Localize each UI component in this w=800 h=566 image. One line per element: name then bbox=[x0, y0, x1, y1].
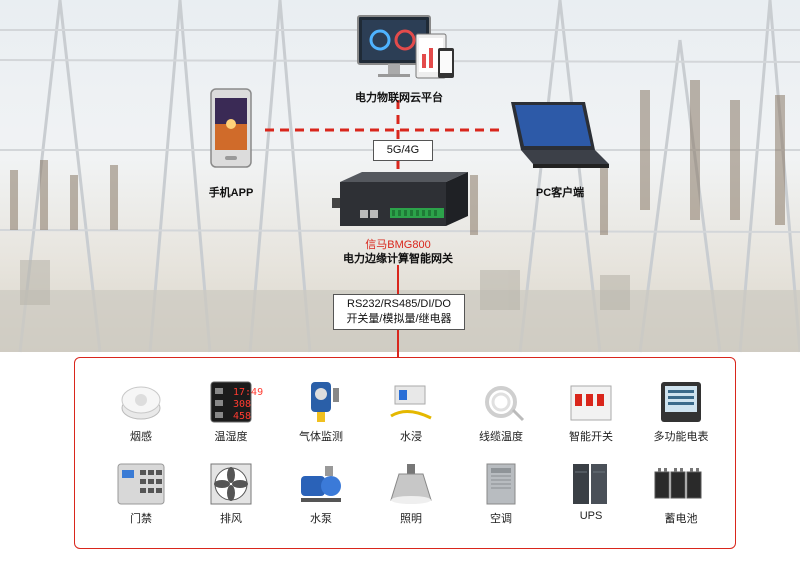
smoke-detector-icon bbox=[121, 386, 161, 420]
gateway-model-label: 信马BMG800 bbox=[365, 239, 431, 251]
device-smoke-detector: 烟感 bbox=[101, 380, 181, 444]
device-access-control: 门禁 bbox=[101, 462, 181, 526]
air-conditioner-icon bbox=[486, 463, 516, 505]
device-power-meter: 多功能电表 bbox=[641, 380, 721, 444]
device-label: 线缆温度 bbox=[479, 431, 523, 443]
device-label: 空调 bbox=[490, 513, 512, 525]
water-leak-sensor-icon bbox=[390, 385, 432, 420]
meter-reading-1: 17:49 bbox=[233, 387, 263, 398]
device-thermo-hygrometer: 17:49 308 458 温湿度 bbox=[191, 380, 271, 444]
device-label: 水泵 bbox=[310, 513, 332, 525]
edge-gateway-device-icon bbox=[332, 172, 468, 226]
device-label: 排风 bbox=[220, 513, 242, 525]
gas-detector-icon bbox=[311, 382, 339, 422]
device-battery: 蓄电池 bbox=[641, 462, 721, 526]
cloud-platform-label: 电力物联网云平台 bbox=[355, 92, 443, 104]
phone-app-label: 手机APP bbox=[208, 187, 254, 199]
access-keypad-icon bbox=[117, 463, 165, 505]
mobile-phone-icon bbox=[210, 88, 252, 168]
cloud-platform-screens-icon bbox=[357, 15, 454, 79]
device-label: 烟感 bbox=[130, 431, 152, 443]
interface-line-1: RS232/RS485/DI/DO bbox=[347, 298, 451, 310]
interface-line-2: 开关量/模拟量/继电器 bbox=[346, 313, 452, 325]
device-label: 水浸 bbox=[400, 431, 422, 443]
device-label: 门禁 bbox=[130, 513, 152, 525]
device-label: 气体监测 bbox=[299, 431, 343, 443]
water-pump-icon bbox=[301, 466, 341, 502]
device-water-pump: 水泵 bbox=[281, 462, 361, 526]
cable-temperature-icon bbox=[485, 386, 525, 422]
laptop-icon bbox=[511, 102, 609, 168]
meter-reading-3: 458 bbox=[233, 411, 251, 422]
device-ups: UPS bbox=[551, 462, 631, 522]
exhaust-fan-icon bbox=[210, 463, 252, 505]
pc-client-label: PC客户端 bbox=[535, 187, 585, 199]
device-gas-detector: 气体监测 bbox=[281, 380, 361, 444]
ups-cabinet-icon bbox=[573, 464, 607, 504]
device-water-leak: 水浸 bbox=[371, 380, 451, 444]
device-label: UPS bbox=[579, 510, 603, 522]
device-lighting: 照明 bbox=[371, 462, 451, 526]
gateway-name-label: 电力边缘计算智能网关 bbox=[343, 253, 453, 265]
device-label: 温湿度 bbox=[214, 431, 248, 443]
thermo-hygrometer-icon: 17:49 308 458 bbox=[210, 381, 263, 423]
device-label: 蓄电池 bbox=[664, 513, 698, 525]
smart-breaker-icon bbox=[570, 385, 612, 421]
device-label: 智能开关 bbox=[569, 431, 613, 443]
device-air-conditioner: 空调 bbox=[461, 462, 541, 526]
interface-box: RS232/RS485/DI/DO 开关量/模拟量/继电器 bbox=[333, 294, 465, 330]
substation-towers-illustration bbox=[0, 0, 800, 353]
device-smart-switch: 智能开关 bbox=[551, 380, 631, 444]
devices-panel: 烟感 17:49 308 458 温湿度 气体监测 水浸 bbox=[74, 357, 736, 549]
device-label: 照明 bbox=[400, 513, 422, 525]
meter-reading-2: 308 bbox=[233, 399, 251, 410]
device-label: 多功能电表 bbox=[653, 431, 709, 443]
high-bay-light-icon bbox=[390, 464, 432, 504]
device-cable-temperature: 线缆温度 bbox=[461, 380, 541, 444]
network-badge: 5G/4G bbox=[373, 140, 433, 161]
device-exhaust: 排风 bbox=[191, 462, 271, 526]
power-meter-icon bbox=[661, 382, 701, 422]
battery-bank-icon bbox=[654, 468, 702, 499]
